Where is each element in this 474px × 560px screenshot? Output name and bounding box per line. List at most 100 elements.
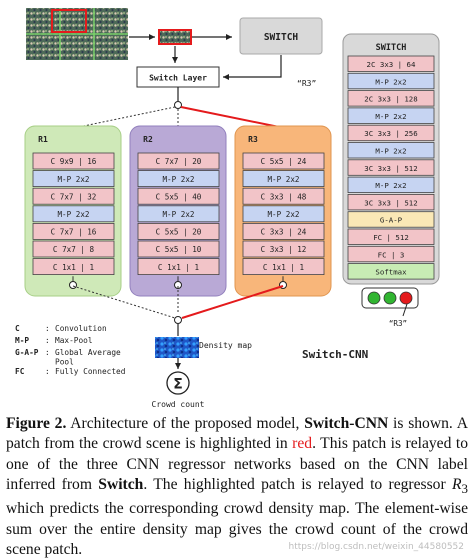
layer-block [242, 205, 325, 223]
layer-label: C 5x5 | 24 [261, 157, 307, 166]
merge-r1-line [72, 285, 176, 319]
layer-label: C 3x3 | 12 [261, 245, 307, 254]
switch-layer-label: Switch Layer [149, 73, 207, 83]
layer-label: M-P 2x2 [267, 210, 299, 219]
caption-text-5: which predicts the corresponding crowd d… [6, 500, 468, 558]
route-r1-line [73, 106, 176, 129]
switch-layer-label: M-P 2x2 [375, 77, 406, 86]
switch-layer-block [347, 211, 435, 228]
caption-regressor-sub: 3 [461, 481, 469, 496]
layer-block [242, 240, 325, 258]
switch-layer-label: M-P 2x2 [375, 181, 406, 190]
legend-sep: : [45, 348, 50, 357]
layer-label: C 1x1 | 1 [158, 263, 200, 272]
figure-caption: Figure 2. Architecture of the proposed m… [6, 414, 468, 560]
switch-layer-label: Softmax [375, 268, 407, 277]
layer-label: M-P 2x2 [57, 210, 89, 219]
caption-fig-label: Figure 2. [6, 415, 67, 432]
layer-block [32, 205, 115, 223]
legend-sep: : [45, 367, 50, 376]
sum-symbol: Σ [173, 377, 183, 393]
regressor-output-node [174, 281, 182, 289]
indicator-light [399, 291, 413, 305]
caption-text-1: Architecture of the proposed model, [66, 415, 305, 432]
layer-block [242, 187, 325, 205]
model-name-label: Switch-CNN [302, 348, 368, 361]
switch-layer-label: 3C 3x3 | 512 [364, 164, 417, 173]
switch-layer-block [347, 107, 435, 124]
switch-layer-block [347, 142, 435, 159]
legend-key-fc: FC [15, 367, 25, 376]
layer-label: M-P 2x2 [162, 175, 194, 184]
layer-label: C 3x3 | 24 [261, 228, 307, 237]
switch-layer-block [347, 72, 435, 90]
switch-classifier-box: SWITCH [239, 17, 323, 55]
layer-block [137, 240, 220, 258]
switch-layer-block [347, 228, 435, 245]
switch-layer-block [347, 193, 435, 211]
regressor-output-node [69, 281, 77, 289]
layer-label: C 5x5 | 20 [156, 228, 202, 237]
caption-red-word: red [292, 435, 313, 453]
layer-label: C 1x1 | 1 [53, 263, 95, 272]
layer-label: M-P 2x2 [267, 175, 299, 184]
indicator-light [367, 291, 381, 305]
regressor-r3: R3 C 5x5 | 24 M-P 2x2 C 3x3 | 48 M-P 2x2 C 3x… [234, 125, 332, 297]
layer-block [242, 258, 325, 276]
layer-label: C 9x9 | 16 [51, 157, 97, 166]
legend-key-mp: M-P [15, 336, 29, 345]
layer-block [137, 152, 220, 170]
layer-block [32, 187, 115, 205]
caption-model-name: Switch-CNN [304, 415, 389, 432]
switch-layer-label: 2C 3x3 | 64 [367, 60, 416, 69]
legend-value-fc: Fully Connected [55, 367, 125, 376]
switch-layer-label: 3C 3x3 | 512 [364, 198, 417, 207]
regressor-r2-title: R2 [143, 135, 153, 144]
layer-label: C 5x5 | 40 [156, 192, 202, 201]
density-map-image [155, 337, 199, 358]
merge-node [174, 316, 182, 324]
layer-block [32, 258, 115, 276]
legend-value-c: Convolution [55, 324, 107, 333]
layer-block [137, 170, 220, 188]
layer-label: C 7x7 | 32 [51, 192, 97, 201]
layer-label: C 3x3 | 48 [261, 192, 307, 201]
layer-block [242, 170, 325, 188]
indicator-light [383, 291, 397, 305]
switch-layer-label: 2C 3x3 | 128 [364, 95, 417, 104]
crowd-patch [158, 29, 192, 45]
layer-block [137, 222, 220, 240]
legend-key-c: C [15, 324, 20, 333]
switch-box-label: SWITCH [264, 32, 299, 43]
density-map-label: Density map [199, 341, 252, 350]
layer-block [32, 152, 115, 170]
watermark: https://blog.csdn.net/weixin_44580552 [288, 542, 464, 552]
switch-layer-block [347, 245, 435, 263]
switch-layer-block [347, 159, 435, 176]
regressor-r3-title: R3 [248, 135, 258, 144]
layer-block [137, 205, 220, 223]
crowd-count-label: Crowd count [152, 400, 205, 409]
switch-layer-label: M-P 2x2 [375, 147, 406, 156]
layer-label: M-P 2x2 [162, 210, 194, 219]
legend-key-gap: G-A-P [15, 348, 39, 357]
switch-layer-label: FC | 3 [378, 250, 405, 259]
merge-r3-line [181, 285, 284, 319]
caption-text-3: . This patch is relayed to one of the th… [6, 435, 469, 493]
layer-label: C 5x5 | 10 [156, 245, 202, 254]
layer-block [137, 258, 220, 276]
regressor-r1-title: R1 [38, 135, 48, 144]
layer-block [32, 240, 115, 258]
route-r3-line [180, 106, 285, 129]
highlighted-patch-frame [51, 9, 87, 33]
switch-panel-title: SWITCH [376, 43, 407, 53]
switch-node [174, 101, 182, 109]
switch-output-label: “R3” [297, 79, 316, 88]
switch-layer-block [347, 176, 435, 194]
caption-switch-word: Switch [98, 475, 144, 493]
